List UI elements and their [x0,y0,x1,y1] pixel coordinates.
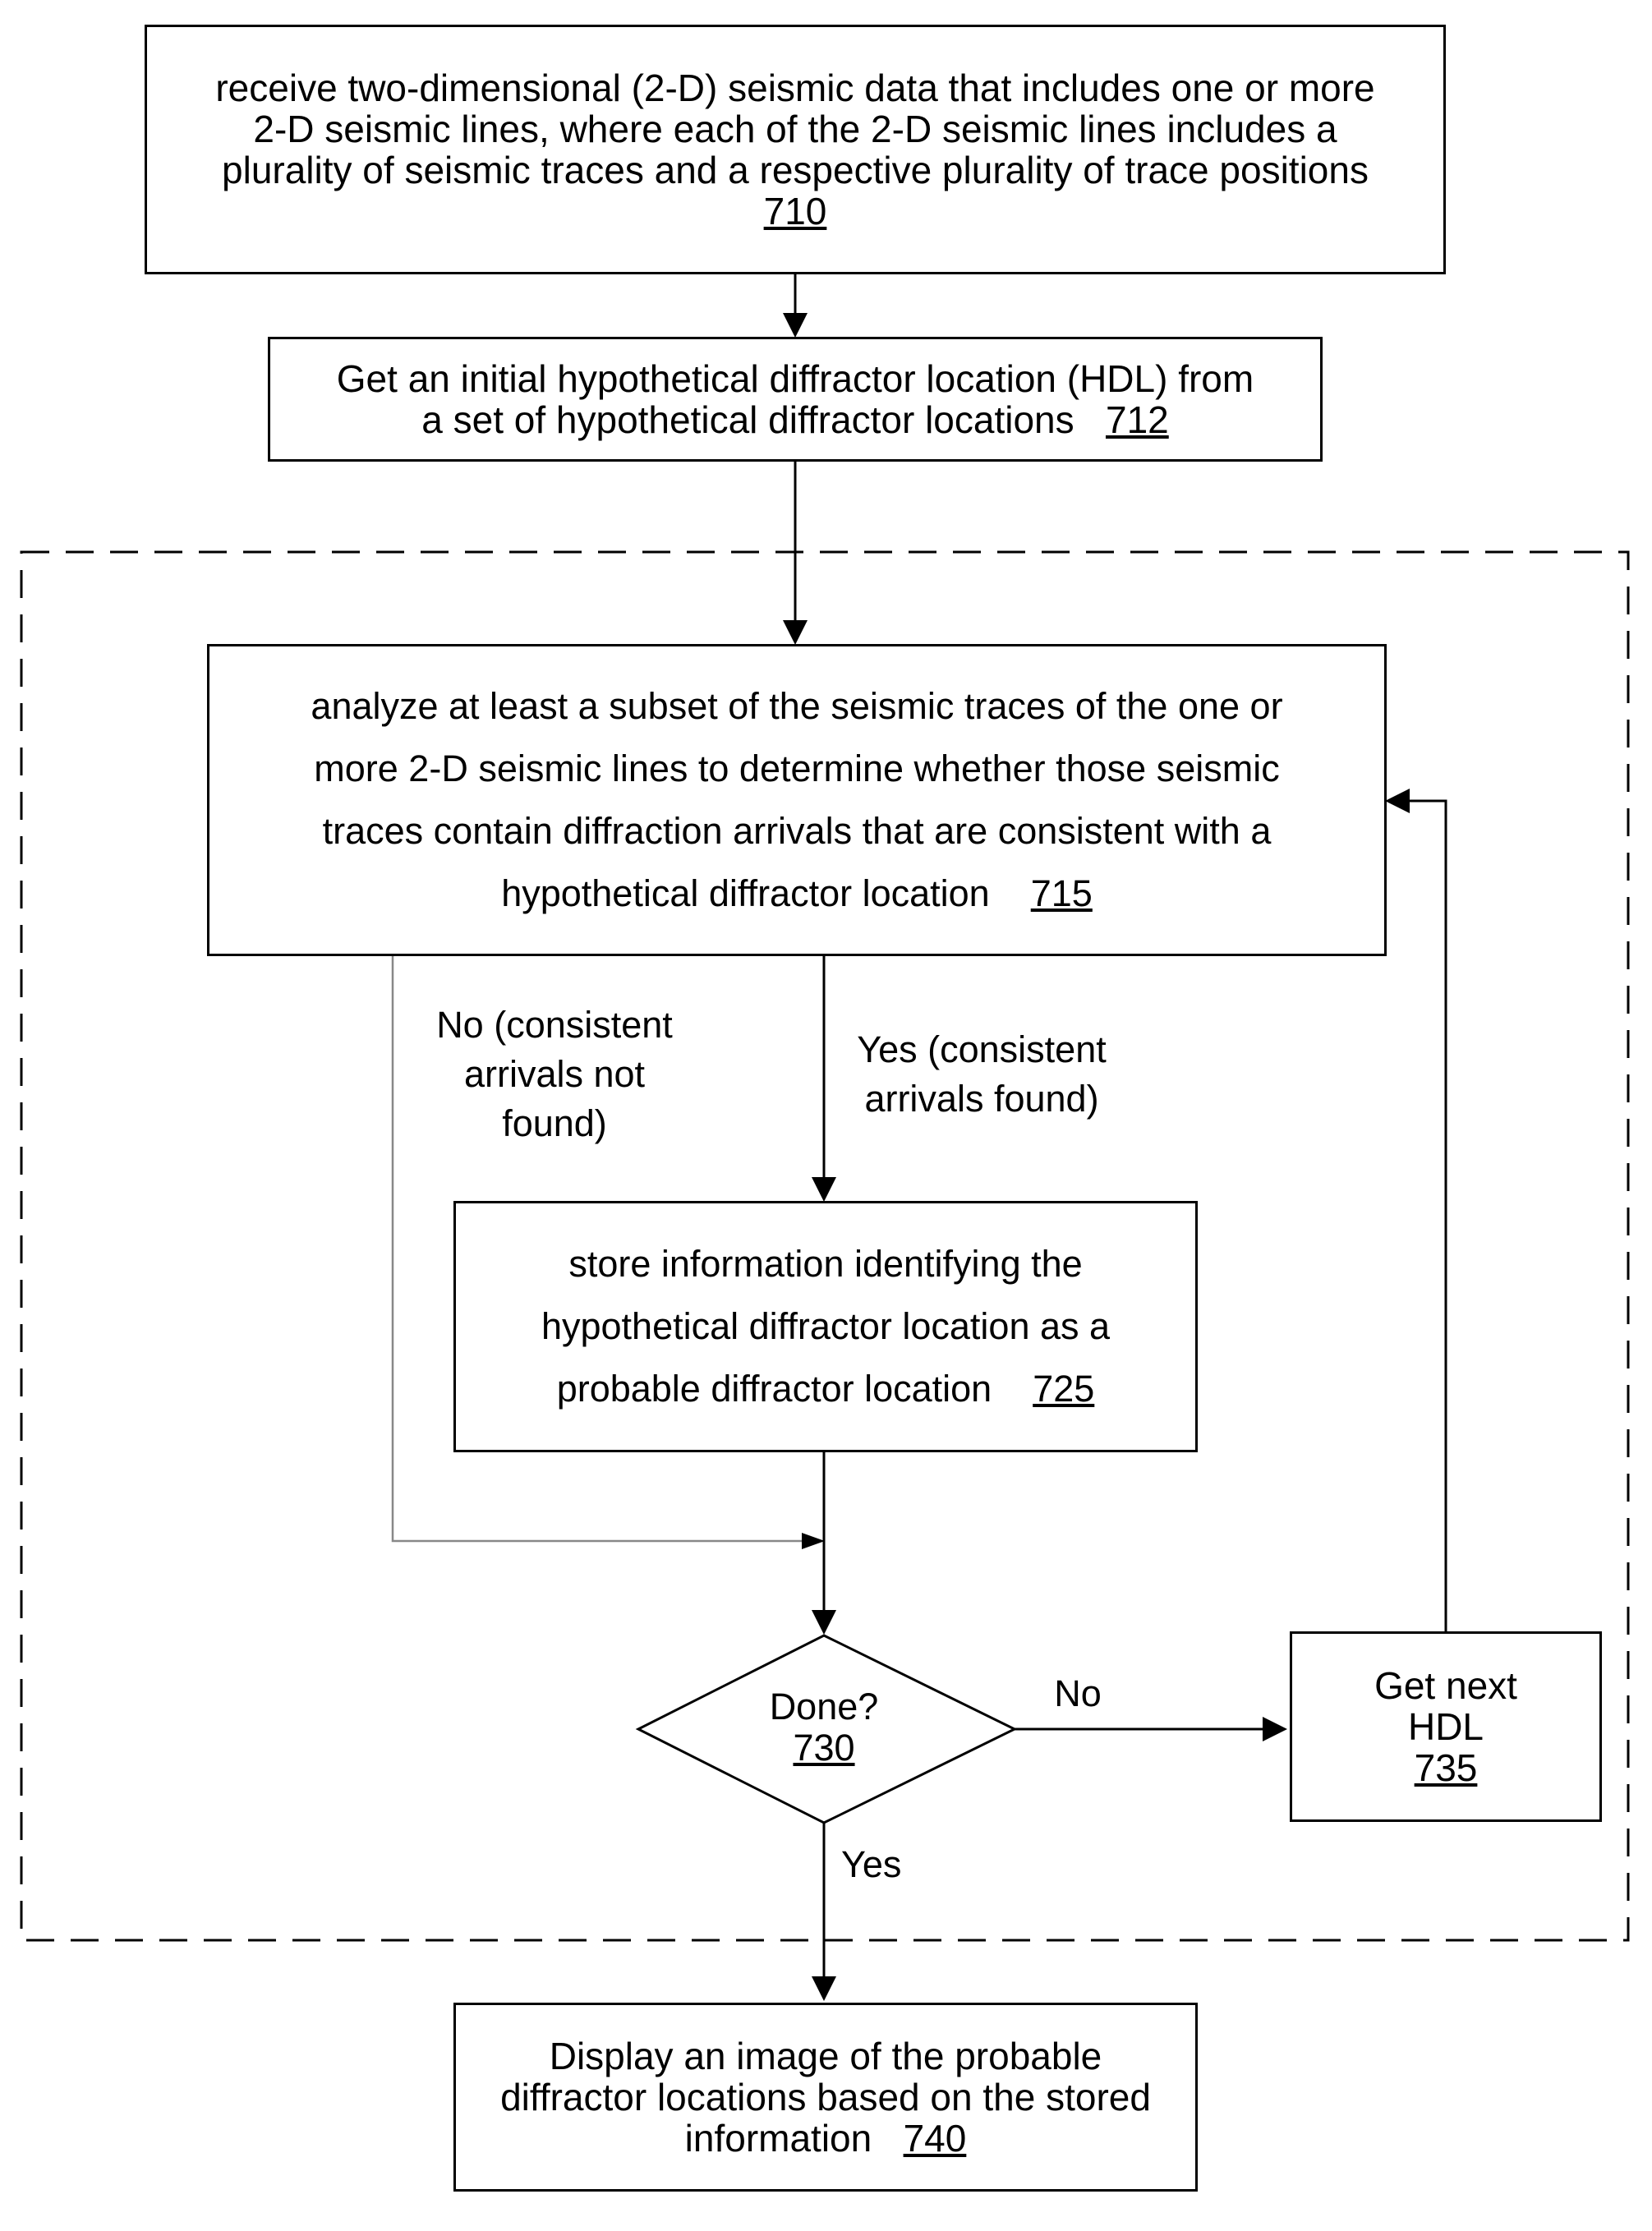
edge-label-done-no: No [1045,1669,1111,1718]
step-740-line-1: Display an image of the probable [550,2036,1102,2077]
edge-label-no-not-found: No (consistent arrivals not found) [394,1000,715,1148]
step-710-box[interactable]: receive two-dimensional (2-D) seismic da… [145,25,1446,274]
step-725-ref: 725 [1033,1368,1094,1410]
step-715-line-4: hypothetical diffractor location 715 [501,862,1093,925]
edge-label-no-line-1: No (consistent [394,1000,715,1050]
step-712-box[interactable]: Get an initial hypothetical diffractor l… [268,337,1323,462]
arrow-735-to-715-loop [1387,801,1446,1633]
decision-730-text: Done? [742,1686,906,1727]
step-725-box[interactable]: store information identifying the hypoth… [453,1201,1198,1452]
edge-label-done-yes-text: Yes [841,1840,923,1889]
step-735-ref: 735 [1415,1747,1478,1788]
step-740-ref: 740 [904,2117,967,2160]
step-715-line-4-text: hypothetical diffractor location [501,872,990,914]
step-735-line-2: HDL [1408,1706,1484,1747]
step-712-line-1: Get an initial hypothetical diffractor l… [337,358,1254,399]
step-740-line-3-text: information [685,2117,872,2160]
step-710-line-3: plurality of seismic traces and a respec… [222,150,1369,191]
step-725-line-2: hypothetical diffractor location as a [541,1295,1110,1358]
step-710-line-2: 2-D seismic lines, where each of the 2-D… [253,108,1337,150]
decision-730-label: Done? 730 [742,1686,906,1769]
step-740-box[interactable]: Display an image of the probable diffrac… [453,2003,1198,2192]
edge-label-done-yes: Yes [841,1840,923,1889]
step-712-line-2: a set of hypothetical diffractor locatio… [421,399,1168,440]
step-712-line-2-text: a set of hypothetical diffractor locatio… [421,398,1074,441]
arrow-715-no-branch-head [802,1533,825,1549]
step-735-line-1: Get next [1374,1665,1517,1706]
step-725-line-1: store information identifying the [568,1233,1082,1295]
step-725-line-3-text: probable diffractor location [557,1368,992,1410]
edge-label-yes-found: Yes (consistent arrivals found) [830,1025,1134,1124]
step-710-ref: 710 [764,191,827,232]
step-710-line-1: receive two-dimensional (2-D) seismic da… [215,67,1374,108]
edge-label-yes-line-1: Yes (consistent [830,1025,1134,1074]
step-715-line-1: analyze at least a subset of the seismic… [311,675,1282,738]
step-715-box[interactable]: analyze at least a subset of the seismic… [207,644,1387,956]
edge-label-no-line-3: found) [394,1099,715,1148]
step-715-ref: 715 [1031,872,1093,914]
step-712-ref: 712 [1106,398,1169,441]
decision-730-ref: 730 [742,1727,906,1769]
step-725-line-3: probable diffractor location 725 [557,1358,1095,1420]
step-715-line-2: more 2-D seismic lines to determine whet… [314,738,1279,800]
edge-label-done-no-text: No [1045,1669,1111,1718]
step-740-line-2: diffractor locations based on the stored [500,2077,1151,2118]
step-740-line-3: information 740 [685,2118,967,2159]
step-735-box[interactable]: Get next HDL 735 [1290,1631,1602,1822]
edge-label-no-line-2: arrivals not [394,1050,715,1099]
edge-label-yes-line-2: arrivals found) [830,1074,1134,1124]
step-715-line-3: traces contain diffraction arrivals that… [323,800,1272,862]
